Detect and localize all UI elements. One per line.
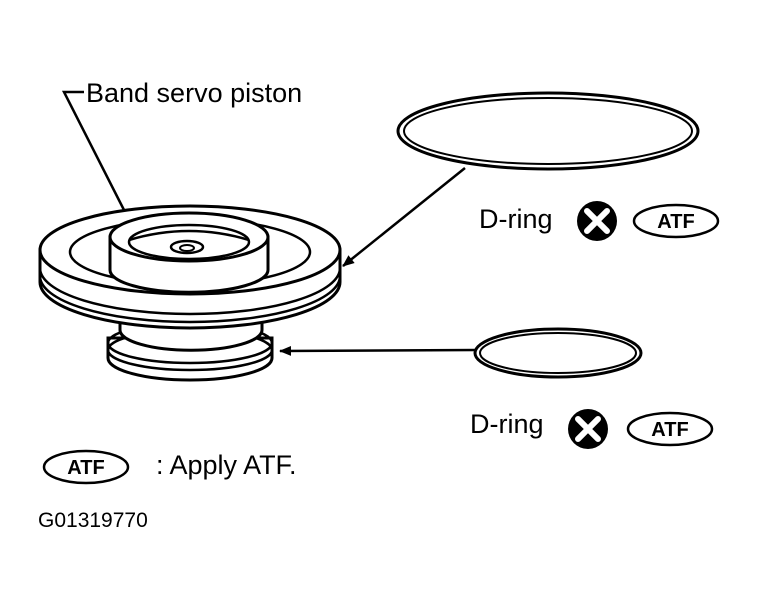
boss-top	[108, 211, 270, 263]
flange-groove	[38, 267, 342, 316]
d-ring-upper-part	[396, 91, 700, 171]
boss-bore-inner	[179, 244, 195, 252]
boss-bore	[169, 239, 205, 255]
svg-text:ATF: ATF	[651, 419, 688, 441]
boss-recess	[127, 223, 251, 261]
boss-recess-wall	[128, 229, 250, 242]
d-ring-lower-part	[473, 327, 643, 379]
svg-text:ATF: ATF	[67, 457, 104, 479]
leader-band-servo-piston	[61, 90, 126, 211]
arrow-upper-d-ring	[342, 167, 466, 267]
label-band-servo-piston: Band servo piston	[86, 78, 302, 108]
figure-code: G01319770	[38, 509, 148, 532]
do-not-reuse-icon	[568, 409, 608, 449]
atf-badge-legend: ATF	[42, 449, 130, 485]
flange-groove	[38, 275, 342, 324]
legend-apply-atf: : Apply ATF.	[156, 450, 297, 480]
do-not-reuse-icon	[577, 201, 617, 241]
atf-badge-upper: ATF	[632, 203, 720, 239]
atf-badge-lower: ATF	[626, 411, 714, 447]
svg-text:ATF: ATF	[657, 211, 694, 233]
piston-assembly	[38, 204, 342, 382]
label-d-ring-upper: D-ring	[479, 204, 553, 234]
label-d-ring-lower: D-ring	[470, 409, 544, 439]
arrow-lower-d-ring	[279, 345, 477, 356]
piston-stem	[106, 336, 274, 382]
